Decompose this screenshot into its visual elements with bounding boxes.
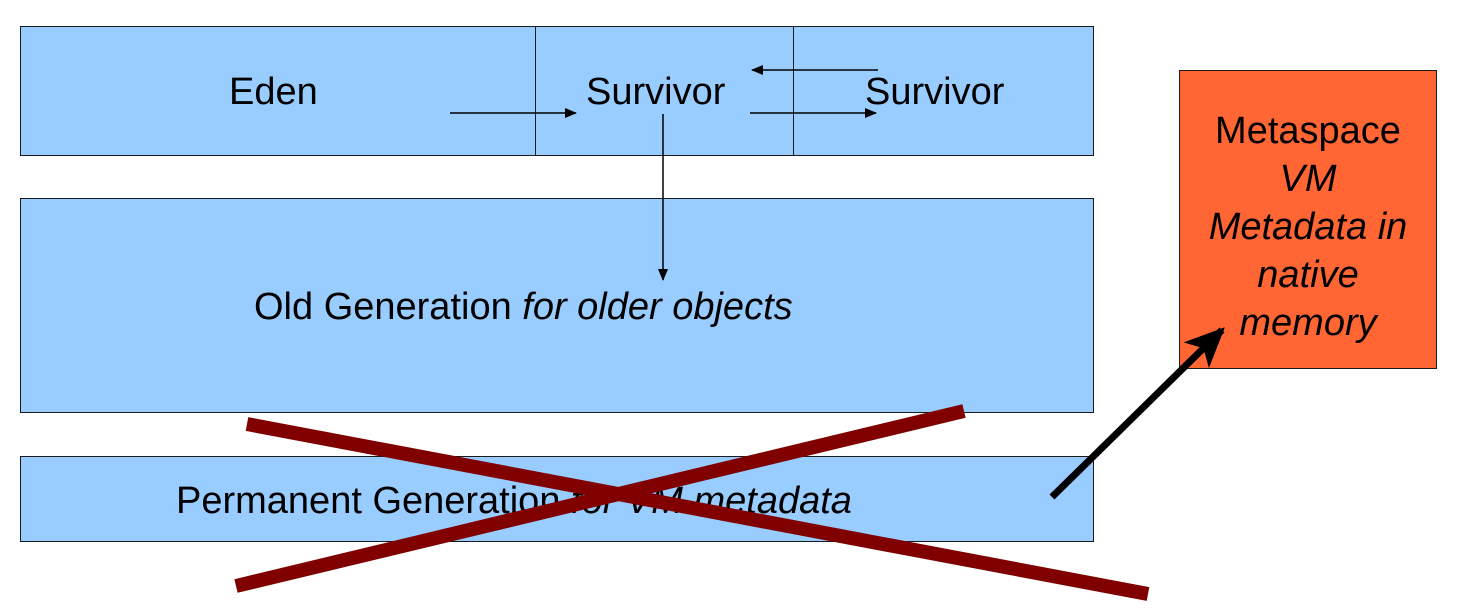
metaspace-title: Metaspace xyxy=(1215,110,1401,152)
metaspace-desc-line-3: native xyxy=(1257,254,1359,296)
permanent-generation-label-italic: for VM metadata xyxy=(571,480,852,522)
eden-label: Eden xyxy=(229,71,318,113)
survivor-from-region xyxy=(535,26,795,156)
permanent-generation-label-regular: Permanent Generation xyxy=(176,480,572,522)
metaspace-desc-line-4: memory xyxy=(1239,302,1377,344)
permanent-generation-label: Permanent Generation for VM metadata xyxy=(176,482,852,520)
metaspace-desc-line-1: VM xyxy=(1279,158,1337,200)
metaspace-desc-line-2: Metadata in xyxy=(1208,206,1408,248)
old-generation-label-regular: Old Generation xyxy=(254,286,523,328)
metaspace-region: Metaspace VM Metadata in native memory xyxy=(1179,70,1437,369)
eden-region xyxy=(20,26,537,156)
old-generation-label: Old Generation for older objects xyxy=(254,288,793,326)
survivor-from-label: Survivor xyxy=(586,71,726,113)
survivor-to-region xyxy=(793,26,1094,156)
old-generation-region xyxy=(20,198,1094,413)
old-generation-label-italic: for older objects xyxy=(522,286,793,328)
survivor-to-label: Survivor xyxy=(865,71,1005,113)
